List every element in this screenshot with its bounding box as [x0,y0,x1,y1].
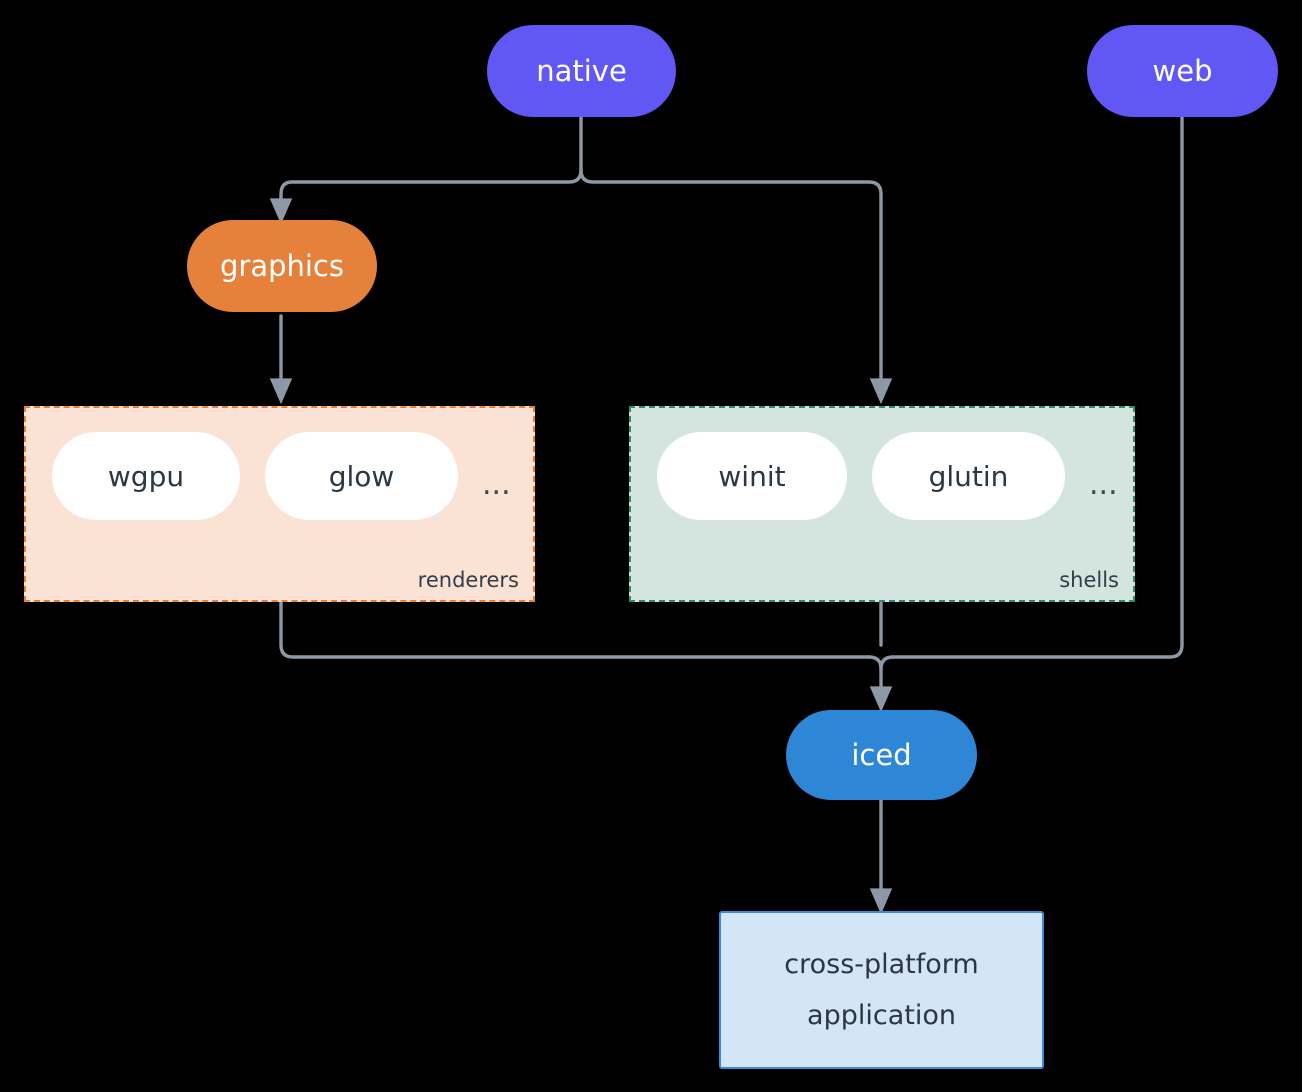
group-renderers: wgpu glow ... renderers [24,406,535,602]
node-glutin[interactable]: glutin [872,432,1065,520]
edge-native-shells [579,168,893,405]
shells-overflow-ellipsis: ... [1089,467,1118,502]
node-winit[interactable]: winit [657,432,847,520]
edge-native-graphics [269,168,583,225]
node-iced-label: iced [851,738,912,772]
node-glow-label: glow [328,459,395,493]
group-shells: winit glutin ... shells [629,406,1135,602]
node-glutin-label: glutin [928,459,1009,493]
group-renderers-label: renderers [417,568,519,592]
node-cross-platform-application[interactable]: cross-platform application [719,911,1044,1069]
node-glow[interactable]: glow [265,432,458,520]
node-native[interactable]: native [487,25,676,117]
node-wgpu[interactable]: wgpu [52,432,240,520]
edge-merge-iced-right-join [879,655,895,671]
renderers-overflow-ellipsis: ... [482,467,511,502]
node-web-label: web [1152,54,1213,88]
node-graphics-label: graphics [219,249,344,283]
node-graphics[interactable]: graphics [187,220,377,312]
group-shells-label: shells [1059,568,1119,592]
application-line-1: cross-platform [784,948,979,980]
node-native-label: native [536,54,627,88]
node-iced[interactable]: iced [786,710,977,800]
node-wgpu-label: wgpu [107,459,185,493]
edge-renderers-iced [279,600,871,659]
node-winit-label: winit [718,459,786,493]
edge-merge-iced [867,655,893,713]
application-line-2: application [807,1000,956,1031]
node-web[interactable]: web [1087,25,1278,117]
